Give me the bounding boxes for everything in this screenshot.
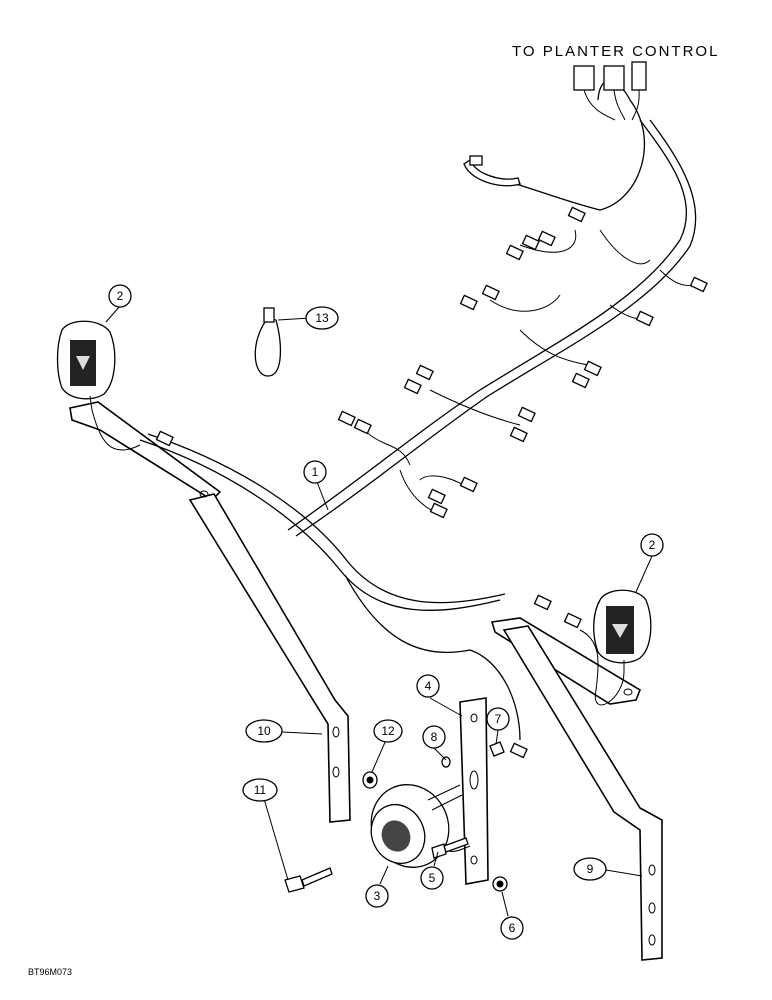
- callout-2-left: 2: [108, 284, 132, 308]
- callout-5: 5: [420, 866, 444, 890]
- alarm-lamp-unit: [370, 784, 471, 868]
- callout-label: 11: [254, 783, 267, 797]
- callout-6: 6: [500, 916, 524, 940]
- diagram-title: TO PLANTER CONTROL: [512, 43, 719, 60]
- callout-label: 10: [257, 724, 271, 738]
- mounting-plate: [459, 697, 489, 885]
- harness-connectors: [155, 155, 708, 759]
- callout-label: 12: [381, 724, 395, 738]
- planter-control-plugs: [573, 61, 647, 121]
- callout-3: 3: [365, 884, 389, 908]
- main-harness: [139, 80, 697, 741]
- callout-label: 7: [495, 712, 502, 726]
- callout-7: 7: [486, 707, 510, 731]
- callout-1: 1: [303, 460, 327, 484]
- callout-label: 2: [117, 289, 124, 303]
- callout-label: 1: [312, 465, 319, 479]
- callout-2-right: 2: [640, 533, 664, 557]
- callout-4: 4: [416, 674, 440, 698]
- right-warning-lamp: [579, 589, 652, 706]
- callout-label: 13: [315, 311, 329, 325]
- callout-8: 8: [422, 725, 446, 749]
- right-mounting-bracket: [490, 617, 663, 961]
- left-mounting-bracket: [69, 401, 351, 823]
- callout-12: 12: [373, 719, 403, 743]
- callout-label: 8: [431, 730, 438, 744]
- left-warning-lamp: [56, 320, 141, 451]
- callout-9: 9: [573, 857, 607, 881]
- cable-tie: [254, 307, 282, 377]
- callout-label: 4: [425, 679, 432, 693]
- callout-label: 3: [374, 889, 381, 903]
- callout-10: 10: [245, 719, 283, 743]
- callout-label: 6: [509, 921, 516, 935]
- callout-label: 9: [587, 862, 594, 876]
- callout-label: 5: [429, 871, 436, 885]
- drawing-code: BT96M073: [28, 967, 72, 977]
- callout-11: 11: [242, 778, 278, 802]
- callout-13: 13: [305, 306, 339, 330]
- hardware: [284, 741, 508, 893]
- callout-label: 2: [649, 538, 656, 552]
- leader-lines: [105, 305, 653, 917]
